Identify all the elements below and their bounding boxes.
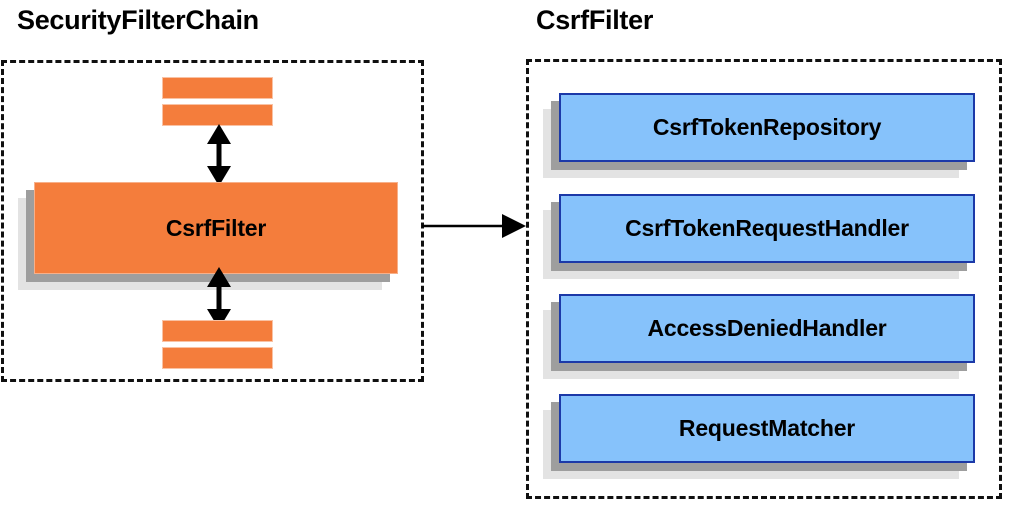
box-access-denied-handler[interactable]: AccessDeniedHandler bbox=[543, 294, 975, 379]
panel-security-filter-chain bbox=[1, 60, 424, 382]
box-csrf-token-request-handler-label: CsrfTokenRequestHandler bbox=[559, 194, 975, 263]
panel-csrf-filter-detail bbox=[526, 59, 1002, 499]
cross-panel-arrow-icon bbox=[422, 214, 526, 238]
box-csrf-filter-label: CsrfFilter bbox=[34, 182, 398, 274]
panel-title-security-filter-chain: SecurityFilterChain bbox=[17, 5, 259, 35]
box-csrf-filter[interactable]: CsrfFilter bbox=[18, 182, 398, 290]
double-arrow-bottom bbox=[207, 267, 231, 329]
filter-stub-bar-bottom-1 bbox=[162, 320, 273, 342]
box-csrf-token-request-handler[interactable]: CsrfTokenRequestHandler bbox=[543, 194, 975, 279]
double-arrow-top bbox=[207, 124, 231, 186]
box-request-matcher-label: RequestMatcher bbox=[559, 394, 975, 463]
panel-title-csrf-filter: CsrfFilter bbox=[536, 5, 654, 35]
box-access-denied-handler-label: AccessDeniedHandler bbox=[559, 294, 975, 363]
box-csrf-token-repository-label: CsrfTokenRepository bbox=[559, 93, 975, 162]
filter-stub-bar-top-2 bbox=[162, 104, 273, 126]
box-request-matcher[interactable]: RequestMatcher bbox=[543, 394, 975, 479]
box-csrf-token-repository[interactable]: CsrfTokenRepository bbox=[543, 93, 975, 178]
filter-stub-bar-top-1 bbox=[162, 77, 273, 99]
filter-stub-bar-bottom-2 bbox=[162, 347, 273, 369]
